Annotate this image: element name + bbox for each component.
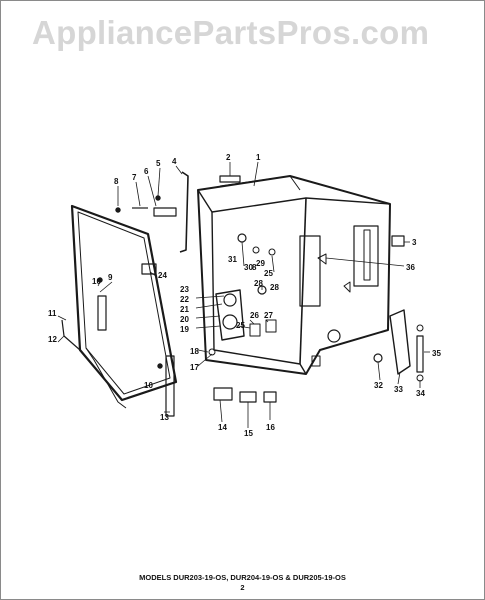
callout-27: 27	[264, 311, 273, 320]
callout-15: 15	[244, 429, 253, 438]
callout-24: 24	[158, 271, 167, 280]
small-parts	[115, 171, 424, 417]
callout-14: 14	[218, 423, 227, 432]
callout-28-mid: 28	[270, 283, 279, 292]
callout-11: 11	[48, 309, 57, 318]
callout-31: 31	[228, 255, 237, 264]
callout-25-upper: 25	[264, 269, 273, 278]
callout-6: 6	[144, 167, 149, 176]
callout-7: 7	[132, 173, 137, 182]
callout-29: 29	[256, 259, 265, 268]
callout-26: 26	[250, 311, 259, 320]
callout-10: 10	[92, 277, 101, 286]
callout-17: 17	[190, 363, 199, 372]
callout-33: 33	[394, 385, 403, 394]
callout-30: 30	[244, 263, 253, 272]
callout-9: 9	[108, 273, 113, 282]
callout-12: 12	[48, 335, 57, 344]
callout-36: 36	[406, 263, 415, 272]
callout-35: 35	[432, 349, 441, 358]
callout-25: 25	[236, 321, 245, 330]
watermark: AppliancePartsPros.com	[32, 14, 430, 51]
callout-28: 28	[254, 279, 263, 288]
callout-32: 32	[374, 381, 383, 390]
door-panel	[61, 204, 178, 409]
tub-body	[197, 175, 391, 375]
callout-8-lower: 8	[252, 263, 257, 272]
callout-4: 4	[172, 157, 177, 166]
callout-2: 2	[226, 153, 231, 162]
callout-labels: 1 2 3 4 5 6 7 8 9 10 11 12 13 14 15 16 1…	[48, 153, 441, 438]
callout-16: 16	[266, 423, 275, 432]
page-number: 2	[240, 583, 245, 592]
callout-23: 23	[180, 285, 189, 294]
callout-10-lower: 10	[144, 381, 153, 390]
callout-3: 3	[412, 238, 417, 247]
pump-assembly	[215, 233, 351, 341]
callout-20: 20	[180, 315, 189, 324]
callout-8: 8	[114, 177, 119, 186]
models-caption: MODELS DUR203-19-OS, DUR204-19-OS & DUR2…	[139, 573, 346, 582]
callout-1: 1	[256, 153, 261, 162]
callout-5: 5	[156, 159, 161, 168]
callout-18: 18	[190, 347, 199, 356]
leader-lines	[57, 161, 430, 428]
callout-21: 21	[180, 305, 189, 314]
callout-19: 19	[180, 325, 189, 334]
callout-13: 13	[160, 413, 169, 422]
callout-34: 34	[416, 389, 425, 398]
callout-22: 22	[180, 295, 189, 304]
